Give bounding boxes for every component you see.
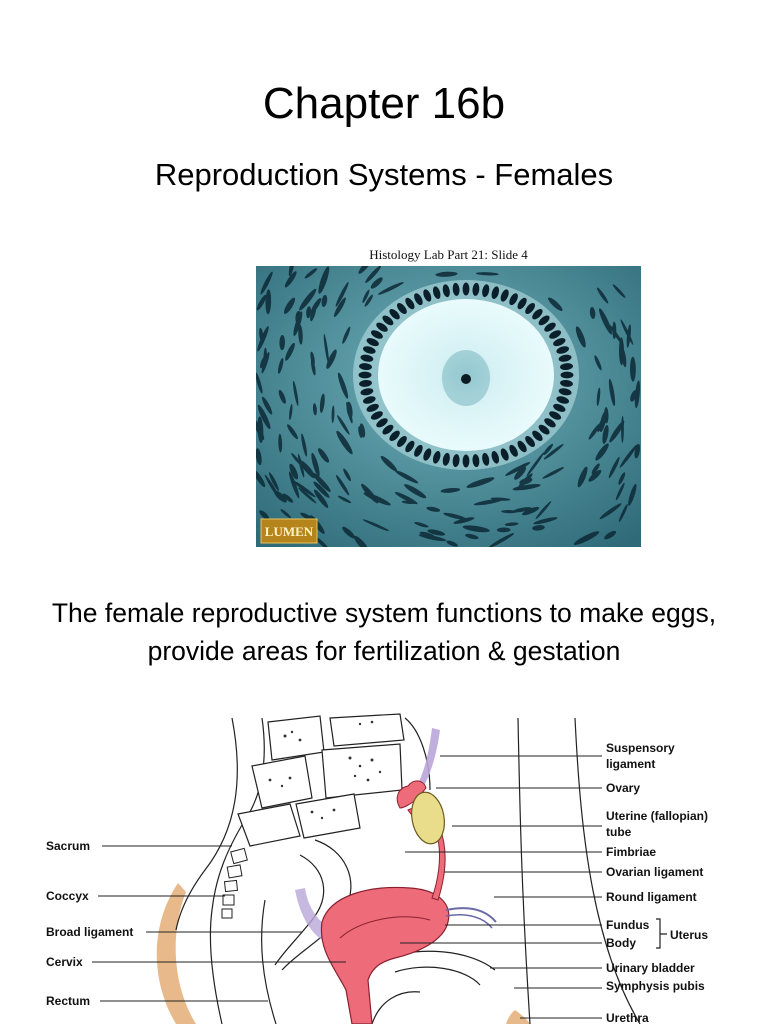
label-uterus: Uterus [670,928,708,942]
fimbriae-shape [396,780,427,809]
page-subtitle: Reproduction Systems - Females [154,157,614,192]
label-ovarian-ligament: Ovarian ligament [606,865,703,879]
label-symphysis-pubis: Symphysis pubis [606,979,705,993]
anatomy-diagram: Sacrum Coccyx Broad ligament Cervix Rect… [46,713,708,1024]
label-fimbriae: Fimbriae [606,845,656,859]
ovary-shape [411,791,445,845]
label-ovary: Ovary [606,781,640,795]
label-urethra: Urethra [606,1011,649,1024]
label-round-ligament: Round ligament [606,890,697,904]
label-cervix: Cervix [46,955,83,969]
sacral-vertebrae [237,713,405,847]
histology-micrograph: LUMEN [256,266,641,547]
right-leader-lines [400,755,602,1019]
left-leader-lines [92,845,346,1002]
lumen-logo-text: LUMEN [265,524,314,539]
body-outlines [175,717,641,1024]
label-urinary-bladder: Urinary bladder [606,961,695,975]
label-rectum: Rectum [46,994,90,1008]
label-uterine-tube-1: Uterine (fallopian) [606,809,708,823]
label-fundus: Fundus [606,918,650,932]
uterus-shape [320,886,450,1024]
suspensory-ligament-shape [410,728,440,800]
histology-caption: Histology Lab Part 21: Slide 4 [369,247,528,262]
body-text-line-1: The female reproductive system functions… [51,598,717,628]
coccyx-segments [221,847,248,919]
label-coccyx: Coccyx [46,889,89,903]
body-text-line-2: provide areas for fertilization & gestat… [147,636,621,666]
label-sacrum: Sacrum [46,839,90,853]
label-suspensory-1: Suspensory [606,741,675,755]
label-uterine-tube-2: tube [606,825,632,839]
bone-shape-right [506,1010,530,1024]
page-title: Chapter 16b [262,79,506,128]
bone-texture [268,720,382,820]
label-suspensory-2: ligament [606,757,655,771]
label-broad-ligament: Broad ligament [46,925,133,939]
label-body: Body [606,936,636,950]
body-text: The female reproductive system functions… [0,594,768,670]
histology-figure: Histology Lab Part 21: Slide 4 LUMEN [256,244,641,547]
bone-shape [156,883,196,1024]
